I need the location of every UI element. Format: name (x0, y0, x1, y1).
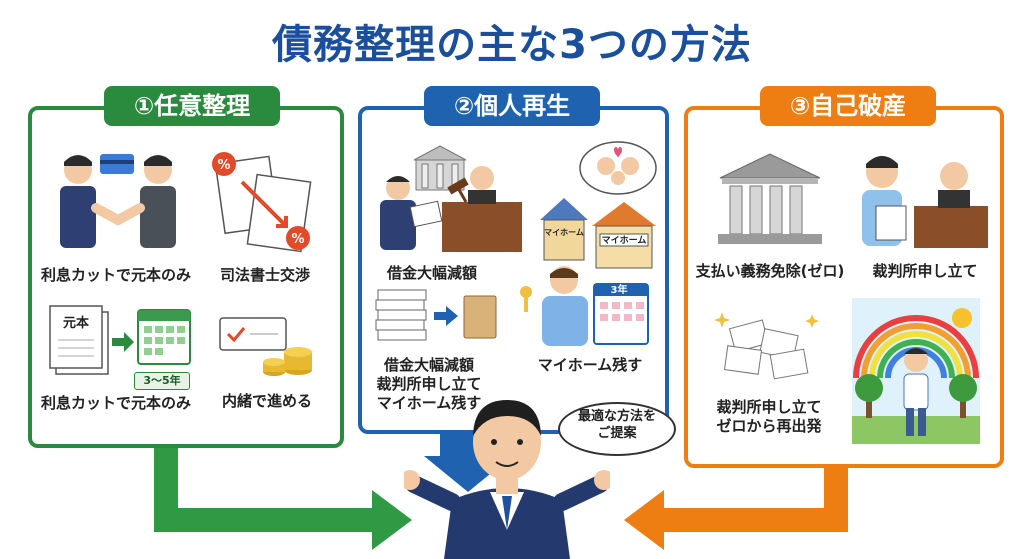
method-tag-1: ①任意整理 (104, 86, 280, 126)
item-label: 支払い義務免除(ゼロ) (695, 262, 845, 280)
house-sign: マイホーム (544, 228, 584, 237)
orange-arrow-icon (624, 460, 848, 550)
house-sign: マイホーム (601, 236, 647, 246)
document-icon (49, 305, 109, 375)
page-title: 債務整理の主な3つの方法 (272, 22, 752, 68)
item-label: 利息カットで元本のみ (40, 266, 191, 284)
calendar-label: 3年 (610, 285, 628, 296)
svg-text:%: % (217, 158, 230, 173)
item-label: 裁判所申し立て (872, 262, 978, 280)
judge-icon (862, 156, 988, 248)
svg-text:%: % (291, 232, 304, 247)
item-label: 内緒で進める (221, 392, 312, 410)
sun-icon (952, 308, 972, 328)
arrow-right-icon (112, 332, 134, 352)
calendar-icon (593, 283, 649, 345)
paper-stack-icon (375, 289, 497, 341)
green-arrow-icon (154, 440, 412, 550)
item-label: 司法書士交渉 (219, 266, 310, 284)
tree-icon (855, 374, 977, 418)
coins-icon (263, 347, 312, 376)
document-percent-icon: % % (212, 152, 312, 253)
key-icon (520, 266, 649, 346)
speech-bubble: 最適な方法を ご提案 (558, 402, 676, 456)
check-icon (219, 317, 312, 376)
speech-text: 最適な方法を ご提案 (577, 409, 656, 441)
calendar-icon (137, 309, 191, 365)
handshake-icon (60, 154, 176, 248)
item-label: マイホーム残す (537, 356, 643, 374)
method-tag-2: ②個人再生 (424, 86, 600, 126)
paper-scatter-icon (714, 312, 819, 380)
item-label: 借金大幅減額 (386, 264, 477, 282)
item-label: 借金大幅減額 裁判所申し立て マイホーム残す (376, 356, 482, 412)
doc-label: 元本 (62, 316, 89, 331)
house-icon (540, 198, 656, 269)
courthouse-icon (718, 153, 822, 244)
method-tag-3: ③自己破産 (760, 86, 936, 126)
item-label: 利息カットで元本のみ (40, 394, 191, 412)
rainbow-icon (852, 298, 980, 444)
advisor-icon (404, 400, 610, 559)
duration-badge: 3〜5年 (134, 372, 190, 390)
item-label: 裁判所申し立て ゼロから再出発 (716, 398, 822, 435)
gavel-icon (447, 177, 469, 203)
courthouse-icon (380, 145, 522, 252)
family-icon (579, 141, 657, 195)
